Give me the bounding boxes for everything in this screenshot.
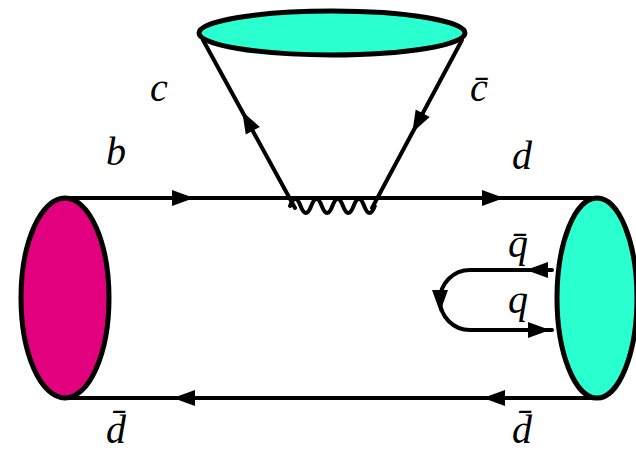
particle-label: q̄ (508, 224, 528, 264)
charm-line (203, 40, 295, 208)
particle-label: c̄ (470, 68, 488, 108)
arrowhead (172, 190, 194, 206)
particle-label: d̄ (512, 410, 532, 450)
arrowhead (482, 190, 504, 206)
final-meson (557, 198, 636, 398)
quark-line (65, 196, 597, 200)
arrowhead (173, 390, 195, 406)
particle-label: b (106, 132, 126, 172)
charmonium (199, 11, 465, 55)
particle-label: d̄ (106, 410, 126, 450)
particle-label: d (512, 136, 532, 176)
quark-loop (440, 270, 552, 330)
arrowhead (528, 322, 550, 338)
arrowhead (526, 262, 548, 278)
arrowhead (483, 390, 505, 406)
arrowhead (405, 109, 429, 136)
w-boson (290, 199, 375, 213)
arrowheads (172, 108, 550, 406)
particle-label: c (150, 68, 168, 108)
arrowhead (235, 108, 260, 135)
anticharm-line (372, 40, 462, 208)
antiquark-line (65, 396, 597, 400)
initial-meson (21, 198, 109, 398)
arrowhead (432, 290, 448, 312)
particle-label: q (508, 280, 528, 320)
